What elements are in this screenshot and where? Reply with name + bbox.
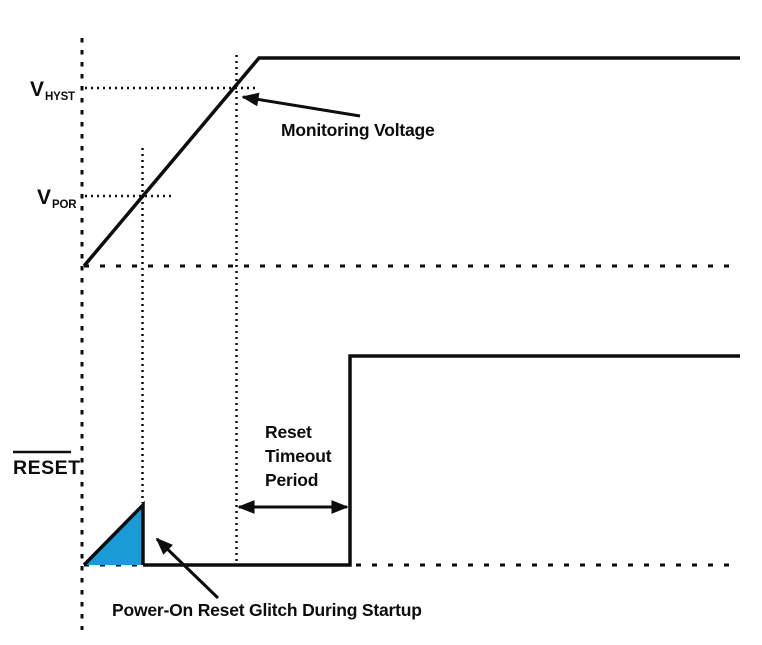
reset-timeout-label-line1: Reset [265,422,312,442]
reset-waveform [143,354,740,567]
vpor-label-subscript: POR [52,199,77,211]
reset-timeout-label-line2: Timeout [265,446,332,466]
vhyst-label: V [30,78,44,101]
vhyst-label-subscript: HYST [45,91,75,103]
por-glitch-label: Power-On Reset Glitch During Startup [112,600,422,620]
reset-signal-label: RESET [13,457,81,479]
por-glitch-arrow [155,537,220,600]
monitored-voltage-waveform [82,56,740,268]
vpor-label: V [37,186,51,209]
monitoring-voltage-arrow [241,92,361,118]
monitoring-voltage-label: Monitoring Voltage [281,120,435,140]
reset-timeout-label-line3: Period [265,470,318,490]
por-glitch-outline [82,500,145,567]
